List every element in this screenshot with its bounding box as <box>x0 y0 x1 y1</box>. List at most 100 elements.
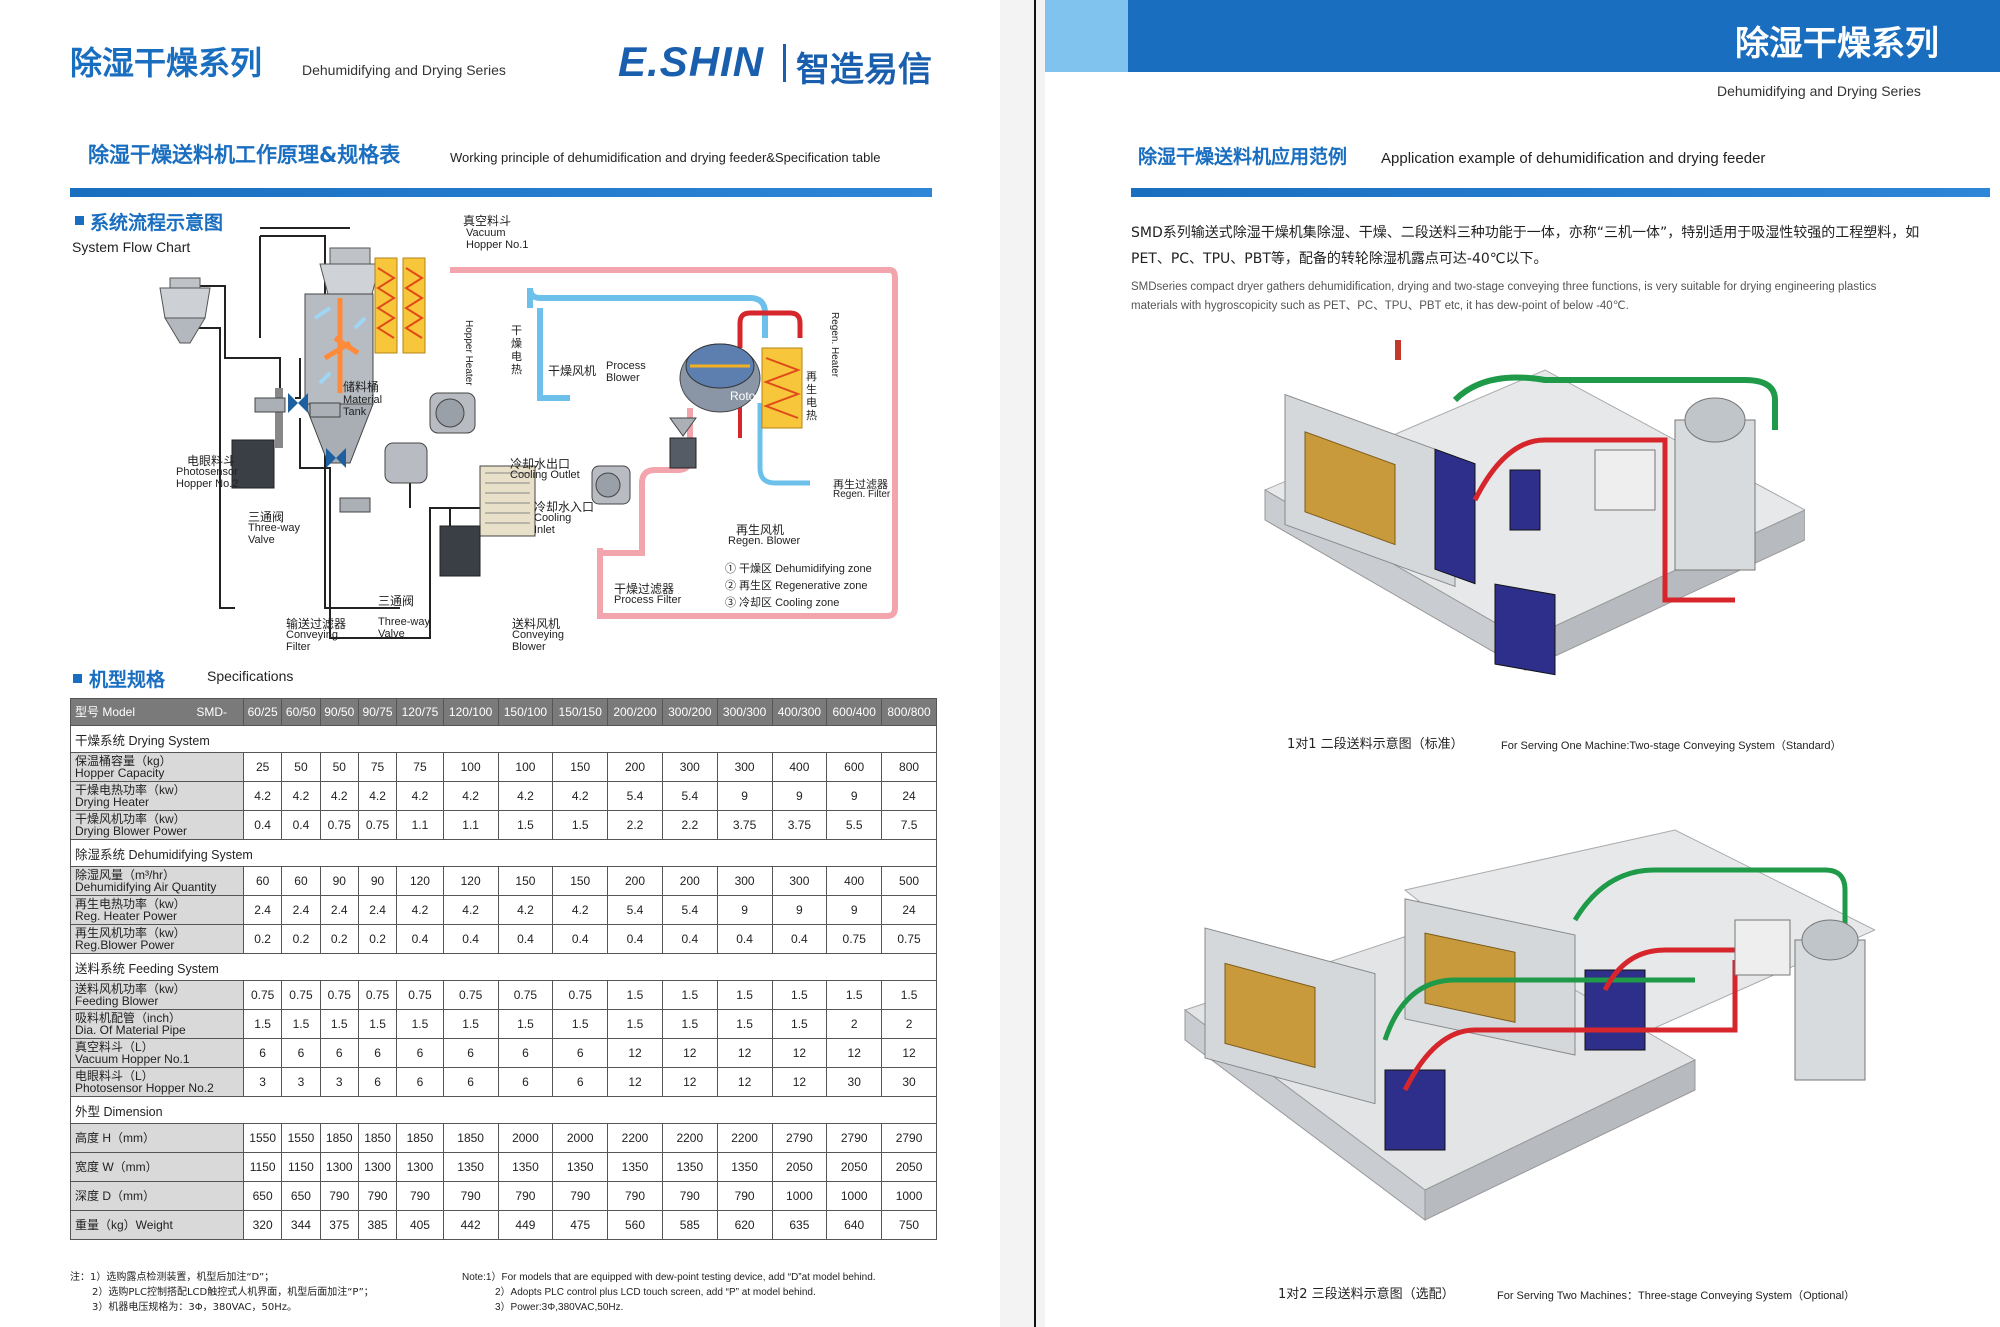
header-model-cell: 800/800 <box>881 698 937 726</box>
table-section-row: 除湿系统 Dehumidifying System <box>70 839 937 867</box>
table-cell: 500 <box>881 866 937 896</box>
row-label-cn: 除湿风量（m³/hr） <box>75 868 175 882</box>
table-cell: 0.2 <box>242 924 283 954</box>
table-cell: 6 <box>319 1038 359 1068</box>
flow-title-en: System Flow Chart <box>72 239 191 255</box>
table-cell: 0.4 <box>442 924 499 954</box>
table-cell: 200 <box>607 866 663 896</box>
table-cell: 3.75 <box>716 810 773 840</box>
table-cell: 30 <box>881 1067 937 1097</box>
row-label: 高度 H（mm） <box>70 1123 244 1153</box>
right-series-title-en: Dehumidifying and Drying Series <box>1717 83 1921 99</box>
table-cell: 0.75 <box>442 980 499 1010</box>
label-process-filter-en: Process Filter <box>614 594 682 606</box>
system-flow-diagram <box>159 227 898 639</box>
table-cell: 1.1 <box>396 810 444 840</box>
table-section-title: 干燥系统 Drying System <box>70 725 937 753</box>
table-cell: 12 <box>771 1038 828 1068</box>
pink-pipe-outer <box>450 267 898 619</box>
table-cell: 442 <box>442 1210 499 1240</box>
table-cell: 449 <box>497 1210 554 1240</box>
row-label-cn: 干燥风机功率（kw） <box>75 812 186 826</box>
table-cell: 1350 <box>716 1152 773 1182</box>
table-cell: 475 <box>552 1210 609 1240</box>
table-cell: 0.4 <box>771 924 828 954</box>
header-model-cell: 300/300 <box>716 698 773 726</box>
table-cell: 1.5 <box>281 1009 321 1039</box>
table-cell: 560 <box>607 1210 663 1240</box>
header-model-cell: 90/75 <box>357 698 398 726</box>
caption-two-cn: 1对2 三段送料示意图（选配） <box>1278 1287 1455 1302</box>
table-section-title: 送料系统 Feeding System <box>70 953 937 981</box>
table-cell: 0.75 <box>319 810 359 840</box>
table-cell: 12 <box>661 1038 718 1068</box>
row-label: 干燥风机功率（kw）Drying Blower Power <box>70 810 244 840</box>
row-label: 深度 D（mm） <box>70 1181 244 1211</box>
label-photosensor-en2: Hopper No.2 <box>176 478 239 490</box>
header-model-cell: 300/200 <box>661 698 718 726</box>
header-model-cell: 120/75 <box>396 698 444 726</box>
label-three-way2-en1: Three-way <box>378 616 430 628</box>
table-cell: 1000 <box>881 1181 937 1211</box>
table-cell: 0.2 <box>319 924 359 954</box>
table-cell: 0.4 <box>396 924 444 954</box>
table-cell: 4.2 <box>242 781 283 811</box>
row-label: 吸料机配管（inch）Dia. Of Material Pipe <box>70 1009 244 1039</box>
label-conveying-blower-en2: Blower <box>512 641 546 653</box>
caption-one-en: For Serving One Machine:Two-stage Convey… <box>1501 740 1842 752</box>
table-cell: 4.2 <box>497 781 554 811</box>
table-cell: 6 <box>552 1038 609 1068</box>
table-cell: 120 <box>396 866 444 896</box>
illustration-two-machines <box>1183 829 1875 1221</box>
row-label-cn: 再生风机功率（kw） <box>75 926 186 940</box>
table-cell: 12 <box>881 1038 937 1068</box>
table-cell: 30 <box>826 1067 883 1097</box>
table-cell: 4.2 <box>396 895 444 925</box>
table-cell: 2790 <box>771 1123 828 1153</box>
table-cell: 150 <box>497 866 554 896</box>
table-cell: 2790 <box>826 1123 883 1153</box>
table-cell: 2200 <box>661 1123 718 1153</box>
note-cn-2: 2）选购PLC控制搭配LCD触控式人机界面，机型后面加注“P”； <box>92 1287 374 1298</box>
label-hopper-heater: Hopper Heater <box>463 320 474 386</box>
table-cell: 5.4 <box>661 895 718 925</box>
table-cell: 6 <box>357 1038 398 1068</box>
table-cell: 0.75 <box>357 980 398 1010</box>
table-cell: 300 <box>661 752 718 782</box>
table-cell: 1.5 <box>661 1009 718 1039</box>
table-cell: 2.4 <box>281 895 321 925</box>
row-label-cn: 深度 D（mm） <box>75 1189 155 1203</box>
table-cell: 2 <box>881 1009 937 1039</box>
row-label-cn: 保温桶容量（kg） <box>75 754 172 768</box>
row-label: 宽度 W（mm） <box>70 1152 244 1182</box>
table-cell: 6 <box>552 1067 609 1097</box>
legend-zone-3: ③ 冷却区 Cooling zone <box>725 597 840 609</box>
table-cell: 4.2 <box>442 781 499 811</box>
brand-logo-en: E.SHIN <box>618 38 765 85</box>
table-cell: 2.4 <box>357 895 398 925</box>
description-cn: SMD系列输送式除湿干燥机集除湿、干燥、二段送料三种功能于一体，亦称“三机一体”… <box>1131 220 1991 272</box>
label-regen-blower-cn: 再生风机 <box>736 523 785 537</box>
description-cn-2: PET、PC、TPU、PBT等，配备的转轮除湿机露点可达-40℃以下。 <box>1131 251 1548 267</box>
header-banner <box>1128 0 2000 72</box>
row-label-en: Drying Blower Power <box>75 824 188 838</box>
table-cell: 0.75 <box>281 980 321 1010</box>
header-model-cell: 120/100 <box>442 698 499 726</box>
table-cell: 12 <box>607 1038 663 1068</box>
table-cell: 1300 <box>319 1152 359 1182</box>
right-page: 除湿干燥系列 Dehumidifying and Drying Series 除… <box>1045 0 2000 1327</box>
table-cell: 90 <box>357 866 398 896</box>
note-en-2: 2）Adopts PLC control plus LCD touch scre… <box>495 1287 816 1298</box>
table-cell: 790 <box>716 1181 773 1211</box>
table-cell: 2050 <box>881 1152 937 1182</box>
table-cell: 1.5 <box>716 980 773 1010</box>
label-cooling-inlet-cn: 冷却水入口 <box>534 500 595 514</box>
table-cell: 0.4 <box>716 924 773 954</box>
table-cell: 790 <box>442 1181 499 1211</box>
note-cn-1: 注：1）选购露点检测装置，机型后加注“D”； <box>70 1272 275 1283</box>
table-cell: 200 <box>607 752 663 782</box>
row-label: 重量（kg）Weight <box>70 1210 244 1240</box>
